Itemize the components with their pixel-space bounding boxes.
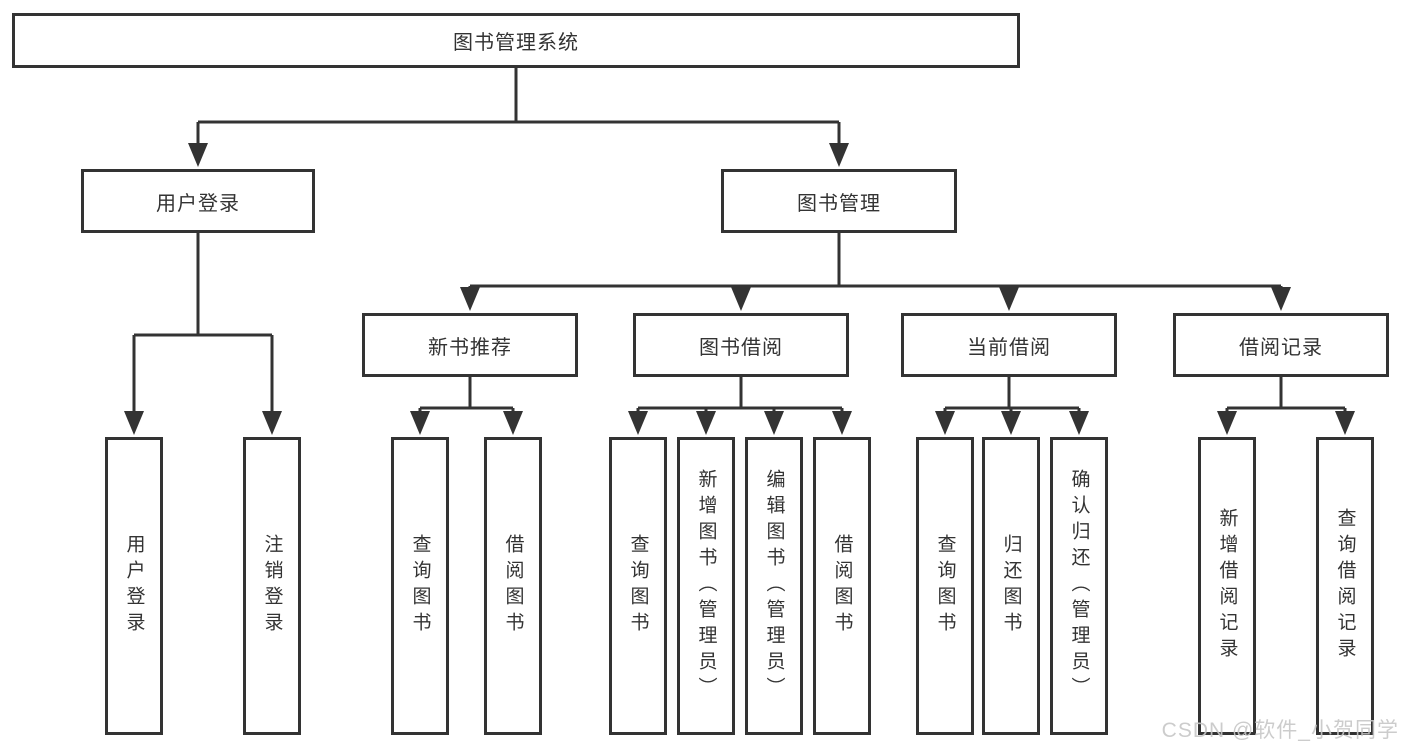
node-library-management-system: 图书管理系统 (12, 13, 1020, 68)
node-book-borrowing: 图书借阅 (633, 313, 849, 377)
node-user-login: 用户登录 (81, 169, 315, 233)
leaf-edit-books-admin: 编辑图书（管理员） (745, 437, 803, 735)
leaf-query-borrow-record: 查询借阅记录 (1316, 437, 1374, 735)
leaf-user-login: 用户登录 (105, 437, 163, 735)
leaf-borrow-books-recommendation: 借阅图书 (484, 437, 542, 735)
node-borrowing-records: 借阅记录 (1173, 313, 1389, 377)
node-new-book-recommendation: 新书推荐 (362, 313, 578, 377)
leaf-return-books: 归还图书 (982, 437, 1040, 735)
leaf-query-books-recommendation: 查询图书 (391, 437, 449, 735)
leaf-query-books-borrowing: 查询图书 (609, 437, 667, 735)
leaf-confirm-return-admin: 确认归还（管理员） (1050, 437, 1108, 735)
watermark: CSDN @软件_小贺同学 (1161, 719, 1399, 742)
leaf-query-books-current: 查询图书 (916, 437, 974, 735)
leaf-add-books-admin: 新增图书（管理员） (677, 437, 735, 735)
leaf-borrow-books-borrowing: 借阅图书 (813, 437, 871, 735)
node-current-borrowing: 当前借阅 (901, 313, 1117, 377)
node-book-management: 图书管理 (721, 169, 957, 233)
leaf-add-borrow-record: 新增借阅记录 (1198, 437, 1256, 735)
leaf-logout: 注销登录 (243, 437, 301, 735)
